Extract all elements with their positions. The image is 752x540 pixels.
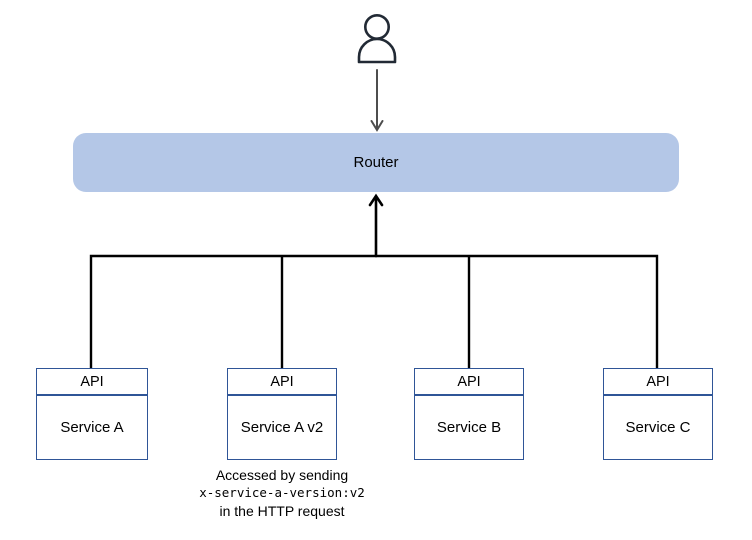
service-node-c: API Service C [603, 368, 713, 460]
service-name: Service B [436, 419, 502, 436]
tree-to-router-arrow [368, 193, 384, 258]
api-header: API [604, 369, 712, 396]
annotation-line-1: Accessed by sending [215, 467, 349, 483]
service-name: Service C [625, 419, 691, 436]
user-to-router-arrow [370, 69, 384, 132]
api-header: API [37, 369, 147, 396]
service-node-a: API Service A [36, 368, 148, 460]
api-header: API [228, 369, 336, 396]
service-tree-connectors [89, 254, 659, 368]
annotation-line-2: in the HTTP request [219, 503, 345, 519]
person-icon [357, 14, 397, 64]
service-name: Service A [60, 419, 124, 436]
service-node-a-v2: API Service A v2 [227, 368, 337, 460]
service-name: Service A v2 [240, 419, 324, 436]
service-node-b: API Service B [414, 368, 524, 460]
router-label: Router [353, 154, 399, 171]
api-header: API [415, 369, 523, 396]
service-a-v2-annotation: Accessed by sending x-service-a-version:… [162, 466, 402, 520]
annotation-code: x-service-a-version:v2 [199, 485, 365, 500]
router-node: Router [73, 133, 679, 192]
